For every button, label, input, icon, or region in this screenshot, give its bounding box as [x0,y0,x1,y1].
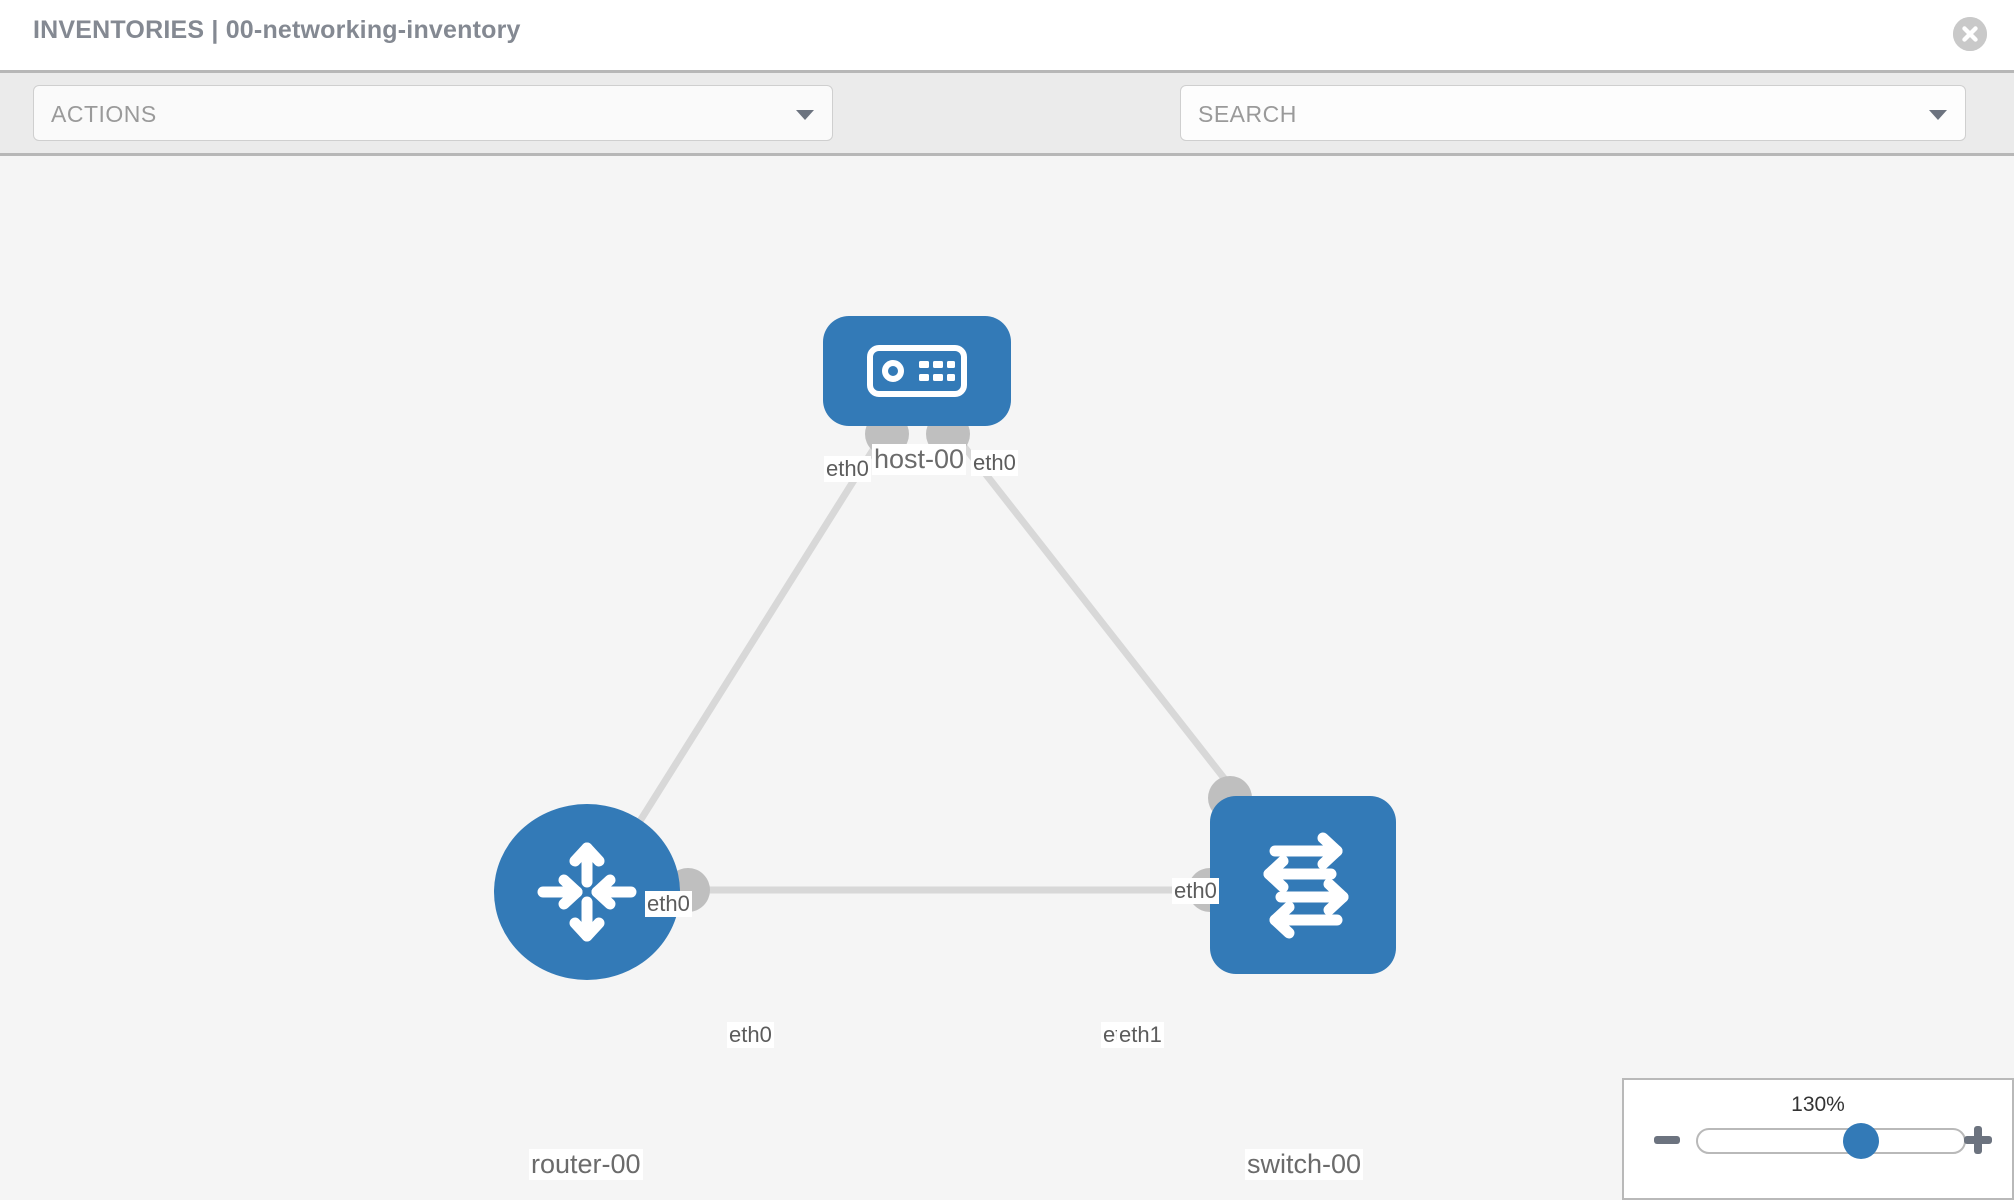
page-title: INVENTORIES | 00-networking-inventory [33,16,521,44]
node-host-shape[interactable] [823,316,1011,426]
iface-router-up-label: eth0 [645,891,692,917]
close-icon[interactable] [1953,17,1987,51]
zoom-out-button[interactable] [1654,1136,1680,1144]
node-switch-00[interactable] [1188,768,1396,980]
topology-canvas[interactable]: host-00 eth0 eth0 [0,156,2014,1200]
node-host-00-label: host-00 [872,444,967,475]
router-arrows-icon [537,842,637,942]
iface-switch-left-label: eth1 [1117,1022,1164,1048]
zoom-slider-thumb[interactable] [1843,1123,1879,1159]
zoom-control-panel: 130% [1622,1078,2014,1200]
zoom-slider-track[interactable] [1696,1123,1966,1159]
topology-links [615,423,1241,894]
iface-switch-up-label: eth0 [1172,878,1219,904]
node-router-00-label: router-00 [529,1149,643,1180]
page-header: INVENTORIES | 00-networking-inventory [0,0,2014,70]
actions-dropdown-label: ACTIONS [51,101,157,127]
node-switch-00-label: switch-00 [1245,1149,1364,1180]
switch-arrows-icon [1263,832,1349,939]
chevron-down-icon [796,110,814,120]
toolbar: ACTIONS SEARCH [0,70,2014,202]
chevron-down-icon[interactable] [1929,110,1947,120]
actions-dropdown[interactable]: ACTIONS [33,85,833,141]
zoom-level-value: 130% [1791,1093,1845,1116]
zoom-in-button[interactable] [1964,1126,1992,1154]
iface-router-right-label: eth0 [727,1022,774,1048]
iface-host-left-label: eth0 [824,456,871,482]
link-host-switch [945,423,1241,799]
node-switch-shape[interactable] [1210,796,1396,974]
search-input[interactable]: SEARCH [1180,85,1966,141]
search-placeholder: SEARCH [1198,101,1297,127]
link-host-router [615,424,891,858]
iface-host-right-label: eth0 [971,450,1018,476]
server-icon [867,345,967,397]
